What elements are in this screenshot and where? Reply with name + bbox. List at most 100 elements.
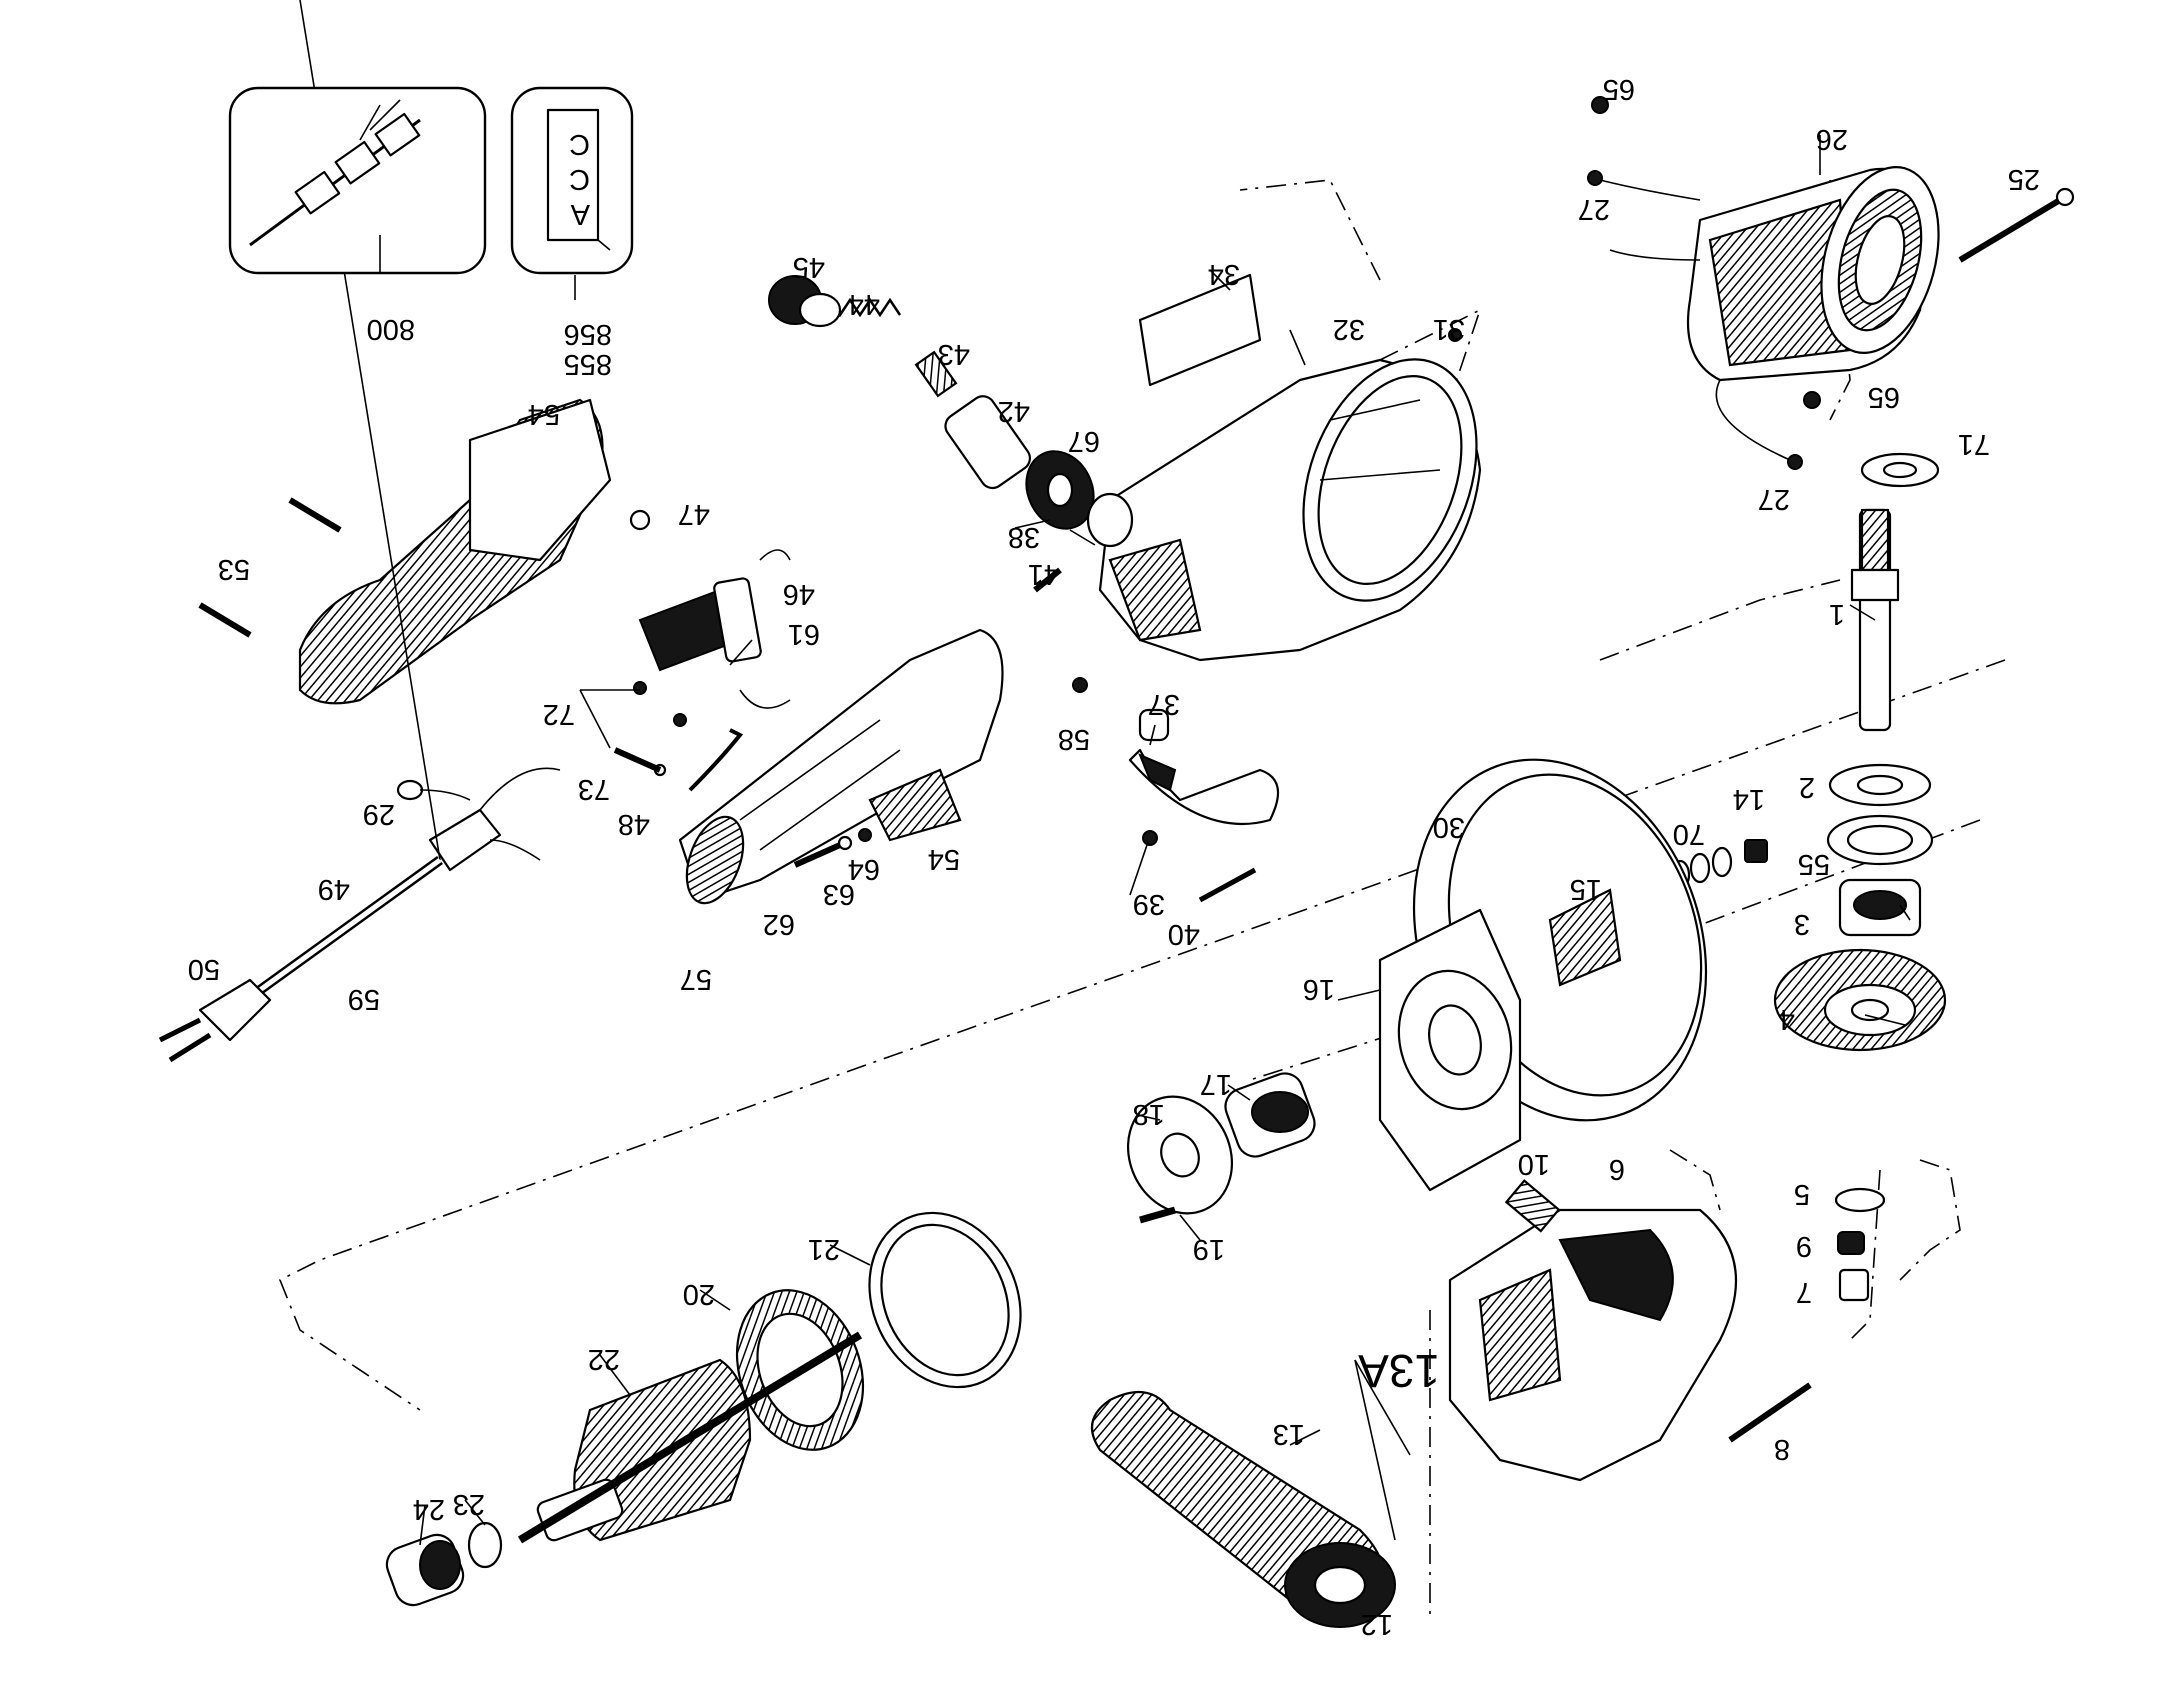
part-53-screws (198, 497, 342, 638)
part-63-washer (837, 835, 853, 851)
callout-19: 19 (1193, 1233, 1225, 1265)
callout-39: 39 (1133, 888, 1165, 920)
callout-58: 58 (1058, 723, 1090, 755)
callout-65a: 65 (1603, 73, 1635, 105)
part-57-ring (685, 815, 745, 905)
callout-49: 49 (318, 873, 350, 905)
callout-20: 20 (683, 1278, 715, 1310)
callout-2: 2 (1799, 771, 1815, 803)
callout-72: 72 (543, 698, 575, 730)
callout-13A: 13A (1358, 1345, 1440, 1397)
part-71-washer (1860, 452, 1940, 488)
callout-37: 37 (1148, 688, 1180, 720)
callout-54a: 54 (528, 398, 560, 430)
callout-41: 41 (1028, 558, 1060, 590)
callout-15: 15 (1570, 873, 1602, 905)
callout-3: 3 (1794, 908, 1810, 940)
callout-27b: 27 (1758, 483, 1790, 515)
part-39-clamp (1128, 748, 1280, 826)
inset-856-nameplate (510, 86, 634, 275)
callout-16: 16 (1303, 973, 1335, 1005)
callout-57: 57 (680, 963, 712, 995)
callout-31: 31 (1433, 313, 1465, 345)
inset-800-brush-kit (228, 86, 487, 275)
callout-47: 47 (678, 498, 710, 530)
part-50-plug (158, 978, 272, 1063)
callout-43: 43 (938, 338, 970, 370)
part-10-spindle-lock (1504, 1179, 1561, 1233)
part-47-nut (629, 509, 651, 531)
part-5-washer (1834, 1187, 1886, 1213)
callout-27a: 27 (1578, 193, 1610, 225)
callout-67: 67 (1068, 425, 1100, 457)
callout-30: 30 (1433, 811, 1465, 843)
part-48-clip (688, 728, 744, 792)
part-17-bearing (1224, 1072, 1316, 1158)
callout-leaders (379, 135, 1911, 1546)
callout-18: 18 (1133, 1098, 1165, 1130)
callout-50: 50 (188, 953, 220, 985)
callout-5: 5 (1794, 1178, 1810, 1210)
part-32-motor-housing (1098, 358, 1482, 662)
callout-73: 73 (578, 773, 610, 805)
callout-54b: 54 (928, 843, 960, 875)
part-26-field-stator (1587, 166, 1940, 470)
callout-856: 856 (564, 318, 612, 350)
callout-59: 59 (348, 983, 380, 1015)
callout-8: 8 (1774, 1433, 1790, 1465)
callout-55: 55 (1798, 848, 1830, 880)
callout-61: 61 (788, 618, 820, 650)
callout-25: 25 (2008, 163, 2040, 195)
part-59-cord (257, 855, 443, 995)
callout-7: 7 (1796, 1276, 1812, 1308)
callout-855: 855 (564, 348, 612, 380)
part-29-terminal (396, 779, 471, 801)
part-55-spacer (1826, 814, 1934, 866)
callout-22: 22 (588, 1343, 620, 1375)
part-54-handle-half-upper (298, 398, 612, 705)
part-2-bearing-retainer (1828, 763, 1932, 807)
callout-62: 62 (763, 908, 795, 940)
part-34-label (1138, 273, 1262, 387)
part-24-bearing (385, 1533, 465, 1607)
callout-42: 42 (998, 395, 1030, 427)
callout-12: 12 (1361, 1608, 1393, 1640)
part-65-screw (1591, 96, 1821, 409)
part-13-side-handle (1090, 1390, 1396, 1628)
callout-21: 21 (808, 1233, 840, 1265)
callout-4: 4 (1779, 1003, 1795, 1035)
callout-70: 70 (1673, 818, 1705, 850)
part-8-screw (1728, 1382, 1812, 1443)
callout-32: 32 (1333, 313, 1365, 345)
part-58-screw (1072, 677, 1088, 693)
part-14-nut (1744, 839, 1768, 863)
part-4-bevel-gear (1773, 948, 1947, 1052)
part-3-bearing (1838, 878, 1922, 937)
callout-45: 45 (793, 251, 825, 283)
inset-856-line1: C (569, 128, 590, 160)
callout-29: 29 (363, 798, 395, 830)
callout-1: 1 (1829, 598, 1845, 630)
part-64-nut (858, 828, 872, 842)
part-19-screw (1139, 1206, 1176, 1224)
part-72-screws (613, 681, 687, 773)
callout-9: 9 (1796, 1230, 1812, 1262)
callout-14: 14 (1733, 783, 1765, 815)
assembly-guide-lines (278, 179, 2006, 1620)
part-9-gear-case (1448, 1208, 1738, 1482)
part-41-screw (1033, 567, 1062, 593)
part-16-bearing-plate (1378, 908, 1522, 1192)
part-21-baffle (868, 1211, 1022, 1389)
callout-800: 800 (367, 313, 415, 345)
part-42-brush-holder (944, 395, 1031, 490)
callout-23: 23 (453, 1488, 485, 1520)
callout-53: 53 (218, 553, 250, 585)
part-67-ring (1025, 450, 1134, 548)
callout-44: 44 (848, 288, 880, 320)
callout-34: 34 (1208, 258, 1240, 290)
callout-17: 17 (1200, 1068, 1232, 1100)
callout-65b: 65 (1868, 381, 1900, 413)
callout-13: 13 (1273, 1418, 1305, 1450)
part-61-switch (638, 549, 791, 709)
